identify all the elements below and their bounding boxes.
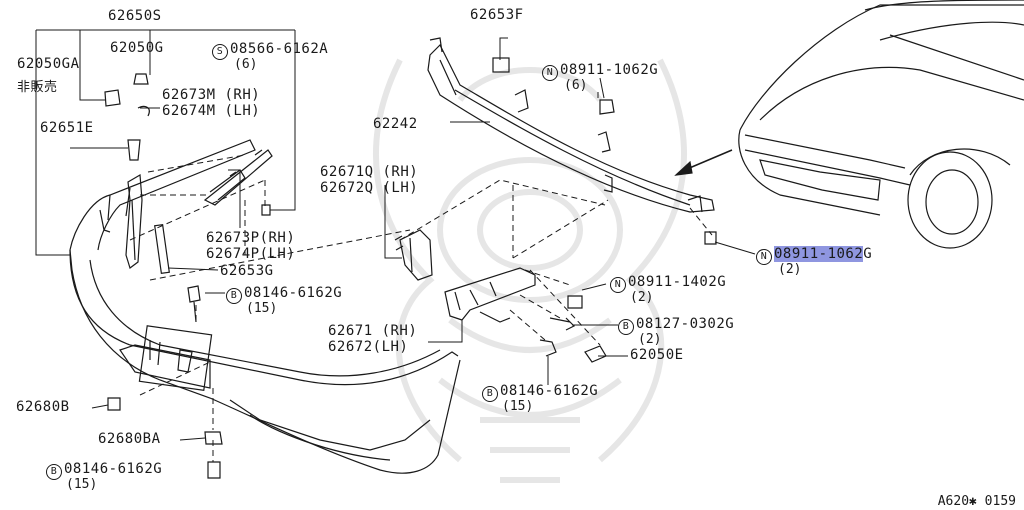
part-code: 08911-1402G bbox=[628, 274, 727, 290]
part-code: 08127-0302G bbox=[636, 316, 735, 332]
bumper-fascia[interactable] bbox=[69, 139, 461, 474]
label-62651E[interactable]: 62651E bbox=[40, 120, 94, 136]
nut-prefix-icon: N bbox=[756, 249, 772, 265]
vehicle-illustration bbox=[738, 0, 1024, 249]
label-62653G[interactable]: 62653G bbox=[220, 263, 274, 279]
qty-08146-b: (15) bbox=[502, 399, 534, 414]
label-62673M[interactable]: 62673M (RH) bbox=[162, 87, 261, 103]
part-code: 08566-6162A bbox=[230, 41, 329, 57]
part-code: 08146-6162G bbox=[244, 285, 343, 301]
lower-bracket[interactable] bbox=[444, 267, 536, 323]
label-62673P[interactable]: 62673P(RH) bbox=[206, 230, 296, 246]
qty-08127: (2) bbox=[638, 332, 662, 347]
upper-bracket[interactable] bbox=[203, 149, 273, 206]
qty-08911-highlighted: (2) bbox=[778, 262, 802, 277]
label-62674M[interactable]: 62674M (LH) bbox=[162, 103, 261, 119]
label-62050E[interactable]: 62050E bbox=[630, 347, 684, 363]
qty-08911-top: (6) bbox=[564, 78, 588, 93]
label-62680B[interactable]: 62680B bbox=[16, 399, 70, 415]
part-code: 08911-1062G bbox=[560, 62, 659, 78]
qty-08911-1402: (2) bbox=[630, 290, 654, 305]
label-62680BA[interactable]: 62680BA bbox=[98, 431, 161, 447]
label-62050GA[interactable]: 62050GA bbox=[17, 56, 80, 72]
qty-08146-a: (15) bbox=[246, 301, 278, 316]
label-not-for-sale: 非販売 bbox=[17, 80, 58, 95]
side-bracket[interactable] bbox=[125, 174, 170, 275]
watermark-emblem bbox=[373, 58, 687, 483]
label-62242[interactable]: 62242 bbox=[373, 116, 418, 132]
part-code: 08146-6162G bbox=[500, 383, 599, 399]
bolt-prefix-icon: B bbox=[618, 319, 634, 335]
label-62650S[interactable]: 62650S bbox=[108, 8, 162, 24]
bolt-prefix-icon: B bbox=[226, 288, 242, 304]
qty-08146-c: (15) bbox=[66, 477, 98, 492]
part-code-tail: G bbox=[863, 246, 873, 262]
label-62672[interactable]: 62672(LH) bbox=[328, 339, 409, 355]
qty-08566: (6) bbox=[234, 57, 258, 72]
standard-prefix-icon: S bbox=[212, 44, 228, 60]
label-62050G[interactable]: 62050G bbox=[110, 40, 164, 56]
nut-prefix-icon: N bbox=[542, 65, 558, 81]
label-62672Q[interactable]: 62672Q (LH) bbox=[320, 180, 419, 196]
nut-prefix-icon: N bbox=[610, 277, 626, 293]
label-62671Q[interactable]: 62671Q (RH) bbox=[320, 164, 419, 180]
bolt-prefix-icon: B bbox=[482, 386, 498, 402]
diagram-reference: A620✱ 0159 bbox=[937, 494, 1016, 509]
part-code: 08146-6162G bbox=[64, 461, 163, 477]
label-62653F[interactable]: 62653F bbox=[470, 7, 524, 23]
bolt-prefix-icon: B bbox=[46, 464, 62, 480]
label-62671[interactable]: 62671 (RH) bbox=[328, 323, 418, 339]
label-62674P[interactable]: 62674P(LH) bbox=[206, 246, 296, 262]
search-highlight: 08911-1062 bbox=[774, 246, 864, 262]
bumper-reinforcement[interactable] bbox=[427, 37, 715, 213]
stay-bracket[interactable] bbox=[394, 229, 433, 281]
